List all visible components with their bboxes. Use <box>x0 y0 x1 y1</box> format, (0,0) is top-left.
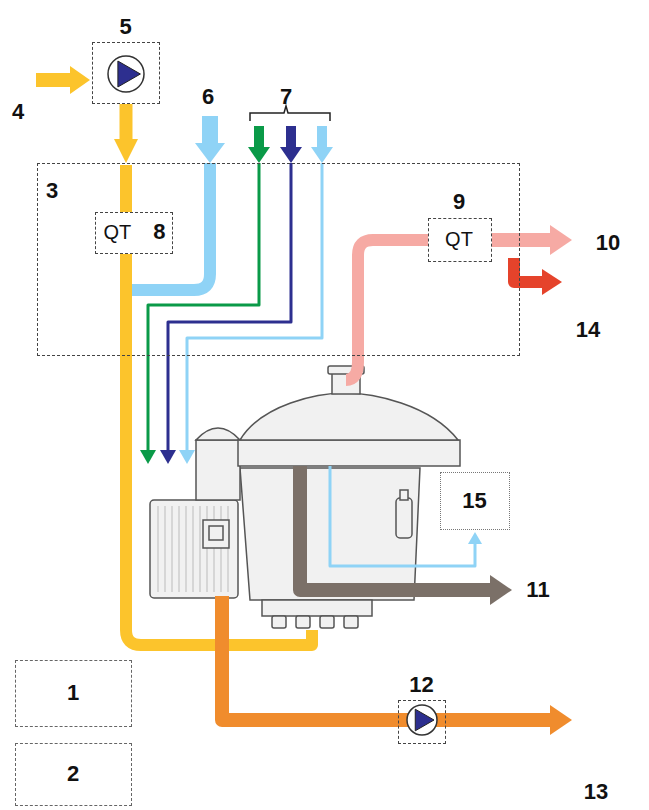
product-arrow-shaft <box>492 233 551 247</box>
callout-number: 14 <box>576 317 600 342</box>
motor-fin <box>158 506 159 592</box>
discharge-pump-circle <box>407 705 437 735</box>
outlet-stub <box>272 616 286 628</box>
drain-line-head <box>468 532 482 544</box>
option-box: 2 <box>15 743 132 806</box>
blue-arrow-head <box>280 147 302 163</box>
motor-fin <box>179 506 180 592</box>
green-line-shaft <box>148 163 259 451</box>
callout-number: 8 <box>153 219 165 244</box>
option-box: 1 <box>15 660 132 727</box>
discharge-pump-triangle <box>415 709 434 731</box>
outlet-stub <box>296 616 310 628</box>
blue-arrow-shaft <box>286 126 296 148</box>
callout-number: 3 <box>46 178 58 203</box>
control-panel: 3QT89QT <box>37 163 520 356</box>
water-arrow-head <box>195 143 225 163</box>
valve-cap <box>400 490 408 500</box>
motor-fin <box>200 506 201 592</box>
bowl-dome <box>240 393 458 440</box>
callout-number: 5 <box>119 14 131 39</box>
feed-pump-box: 5 <box>92 42 160 104</box>
feed-pump-circle <box>108 56 144 92</box>
base-plate <box>262 600 372 616</box>
feed-pump-triangle <box>118 61 140 87</box>
discharge-pump-box: 12 <box>398 700 446 744</box>
water-arrow-shaft <box>202 116 218 144</box>
valve-body <box>396 498 412 538</box>
callout-number: 9 <box>453 189 465 214</box>
callout-number: 4 <box>12 99 24 124</box>
hood-cylinder <box>196 440 240 500</box>
terminal-box <box>203 520 229 548</box>
callout-number: 15 <box>462 488 486 513</box>
divert-arrow-shaft <box>514 258 543 282</box>
blue-line-head <box>160 450 176 464</box>
motor <box>150 500 238 598</box>
sediment-arrow-head <box>490 575 512 605</box>
motor-fin <box>214 506 215 592</box>
feed-arrow-shaft <box>36 73 71 87</box>
callout-number: 7 <box>280 84 292 109</box>
callout-number: 12 <box>409 672 433 697</box>
feed-arrow-head <box>70 66 90 94</box>
callout-number: 11 <box>526 577 549 602</box>
callout-number: 13 <box>584 779 608 804</box>
lightblue-arrow-head <box>311 147 333 163</box>
outlet-stub <box>344 616 358 628</box>
discharge-arrow-head <box>550 705 572 735</box>
divert-arrow-head <box>542 269 562 295</box>
outlet-stub <box>320 616 334 628</box>
lightblue-line-head <box>179 450 195 464</box>
feed-pipe <box>126 165 312 645</box>
green-line-head <box>140 450 156 464</box>
feed-connector <box>120 104 133 139</box>
callout-number: 10 <box>596 230 620 255</box>
motor-fin <box>228 506 229 592</box>
lightblue-arrow-shaft <box>317 126 327 148</box>
discharge-arrow-shaft <box>222 596 551 720</box>
callout-number: 2 <box>67 761 79 786</box>
bowl-rim <box>238 440 460 466</box>
green-arrow-head <box>248 147 270 163</box>
product-pipe <box>346 240 430 380</box>
motor-fin <box>165 506 166 592</box>
callout-number: 1 <box>67 680 79 705</box>
transmitter-label: QT <box>104 221 132 244</box>
motor-fin <box>193 506 194 592</box>
motor-fin <box>221 506 222 592</box>
transmitter-label: QT <box>445 228 473 251</box>
motor-fin <box>186 506 187 592</box>
transmitter-box: QT 8 <box>95 212 173 254</box>
lightblue-line-shaft <box>187 163 322 451</box>
hood-dome <box>196 428 240 440</box>
motor-fin <box>172 506 173 592</box>
option-box: 15 <box>440 472 510 530</box>
transmitter-box: 9QT <box>428 218 492 262</box>
product-arrow-head <box>550 225 572 255</box>
callout-number: 6 <box>202 84 214 109</box>
terminal-cover <box>209 526 223 540</box>
green-arrow-shaft <box>254 126 264 148</box>
motor-fin <box>207 506 208 592</box>
